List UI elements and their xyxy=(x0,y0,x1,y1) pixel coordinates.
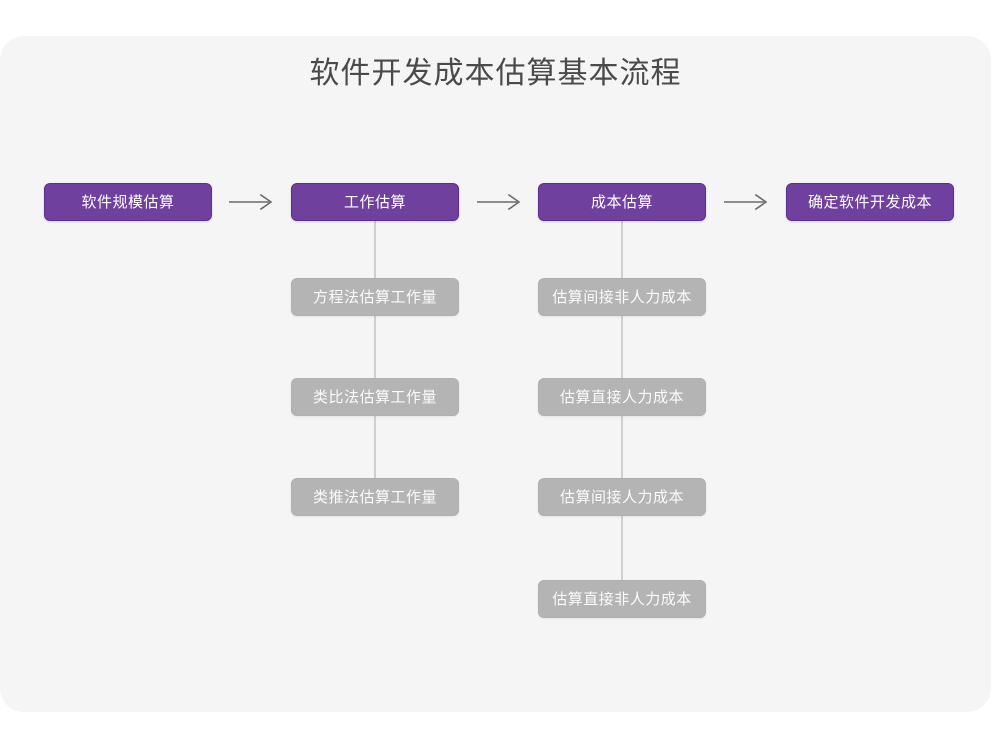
flow-node-label: 估算直接非人力成本 xyxy=(552,590,692,608)
flow-node-label: 估算间接非人力成本 xyxy=(552,288,692,306)
flow-node-label: 类比法估算工作量 xyxy=(312,388,437,406)
flow-node-label: 确定软件开发成本 xyxy=(807,193,932,211)
arrow-right-icon-1 xyxy=(228,191,276,213)
connector-line-step2 xyxy=(374,207,376,499)
flow-node-label: 类推法估算工作量 xyxy=(312,488,437,506)
flow-node-label: 估算间接人力成本 xyxy=(559,488,684,506)
arrow-right-icon-2 xyxy=(476,191,524,213)
flow-node-label: 软件规模估算 xyxy=(81,193,175,211)
flow-node-step-1[interactable]: 软件规模估算 xyxy=(44,183,212,221)
flow-subnode-step3-3[interactable]: 估算间接人力成本 xyxy=(538,478,706,516)
flow-node-label: 成本估算 xyxy=(590,193,653,211)
diagram-card xyxy=(0,36,991,712)
flow-subnode-step3-2[interactable]: 估算直接人力成本 xyxy=(538,378,706,416)
flow-subnode-step2-3[interactable]: 类推法估算工作量 xyxy=(291,478,459,516)
flow-subnode-step3-4[interactable]: 估算直接非人力成本 xyxy=(538,580,706,618)
flow-subnode-step2-2[interactable]: 类比法估算工作量 xyxy=(291,378,459,416)
flow-subnode-step2-1[interactable]: 方程法估算工作量 xyxy=(291,278,459,316)
flow-subnode-step3-1[interactable]: 估算间接非人力成本 xyxy=(538,278,706,316)
flow-node-step-2[interactable]: 工作估算 xyxy=(291,183,459,221)
flow-node-label: 方程法估算工作量 xyxy=(312,288,437,306)
flow-node-label: 工作估算 xyxy=(343,193,406,211)
flow-node-step-3[interactable]: 成本估算 xyxy=(538,183,706,221)
flow-node-label: 估算直接人力成本 xyxy=(559,388,684,406)
page-title: 软件开发成本估算基本流程 xyxy=(309,57,682,90)
arrow-right-icon-3 xyxy=(723,191,771,213)
flow-node-step-4[interactable]: 确定软件开发成本 xyxy=(786,183,954,221)
